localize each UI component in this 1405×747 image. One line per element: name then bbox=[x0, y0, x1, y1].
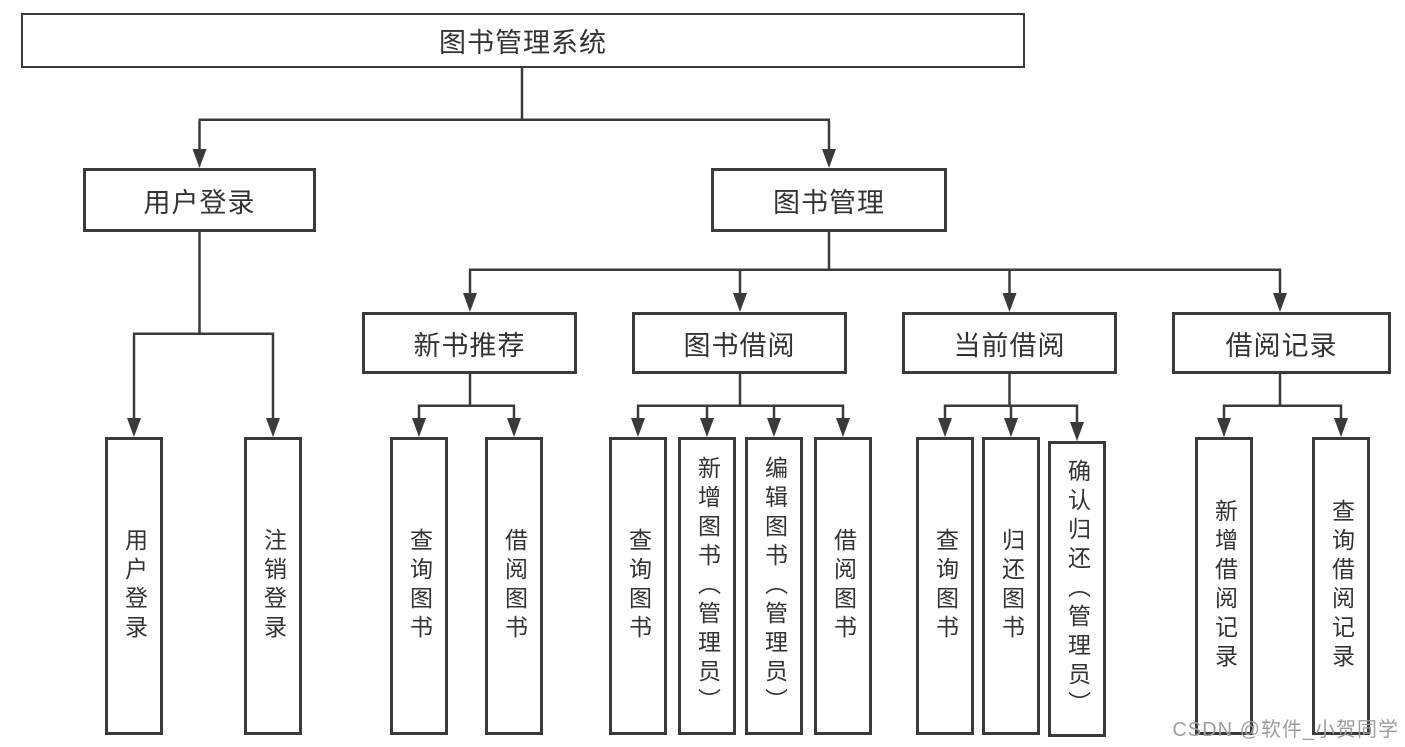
leaf-confirm-return-admin: 确认归还（管理员） bbox=[1048, 441, 1106, 737]
node-new-book-recommend: 新书推荐 bbox=[362, 312, 577, 374]
connector-user-login-group bbox=[127, 232, 280, 437]
leaf-label: 新增图书（管理员） bbox=[694, 455, 721, 717]
leaf-add-book-admin: 新增图书（管理员） bbox=[678, 437, 736, 735]
leaf-label: 注销登录 bbox=[260, 528, 287, 644]
node-library-system: 图书管理系统 bbox=[21, 13, 1025, 68]
leaf-label: 查询图书 bbox=[932, 528, 959, 644]
node-book-management: 图书管理 bbox=[711, 168, 947, 232]
node-current-borrowing: 当前借阅 bbox=[902, 312, 1117, 374]
leaf-query-borrow-record: 查询借阅记录 bbox=[1312, 437, 1370, 735]
connector-borrowing-records-group bbox=[1217, 374, 1348, 437]
leaf-query-books-current: 查询图书 bbox=[916, 437, 974, 735]
leaf-query-books-borrowing: 查询图书 bbox=[609, 437, 667, 735]
connector-root-to-level2 bbox=[192, 68, 836, 168]
leaf-label: 编辑图书（管理员） bbox=[761, 455, 788, 717]
node-borrowing-records: 借阅记录 bbox=[1172, 312, 1391, 374]
leaf-user-login: 用户登录 bbox=[105, 437, 163, 735]
connector-current-borrowing-group bbox=[938, 374, 1084, 441]
leaf-return-book: 归还图书 bbox=[982, 437, 1040, 735]
leaf-label: 借阅图书 bbox=[830, 528, 857, 644]
leaf-logout: 注销登录 bbox=[244, 437, 302, 735]
leaf-label: 查询借阅记录 bbox=[1328, 499, 1355, 673]
leaf-label: 新增借阅记录 bbox=[1211, 499, 1238, 673]
node-book-borrowing: 图书借阅 bbox=[632, 312, 847, 374]
leaf-label: 归还图书 bbox=[998, 528, 1025, 644]
leaf-query-books-recommend: 查询图书 bbox=[390, 437, 448, 735]
leaf-borrow-books-recommend: 借阅图书 bbox=[485, 437, 543, 735]
leaf-label: 查询图书 bbox=[406, 528, 433, 644]
leaf-label: 用户登录 bbox=[121, 528, 148, 644]
leaf-label: 确认归还（管理员） bbox=[1064, 458, 1091, 720]
node-user-login: 用户登录 bbox=[83, 168, 316, 232]
leaf-label: 借阅图书 bbox=[501, 528, 528, 644]
leaf-label: 查询图书 bbox=[625, 528, 652, 644]
leaf-borrow-books-borrowing: 借阅图书 bbox=[814, 437, 872, 735]
connector-book-borrowing-group bbox=[631, 374, 850, 437]
connector-book-management-to-level3 bbox=[463, 232, 1287, 312]
watermark: CSDN @软件_小贺同学 bbox=[1172, 719, 1399, 741]
leaf-edit-book-admin: 编辑图书（管理员） bbox=[745, 437, 803, 735]
connector-new-book-group bbox=[412, 374, 521, 437]
leaf-add-borrow-record: 新增借阅记录 bbox=[1195, 437, 1253, 735]
